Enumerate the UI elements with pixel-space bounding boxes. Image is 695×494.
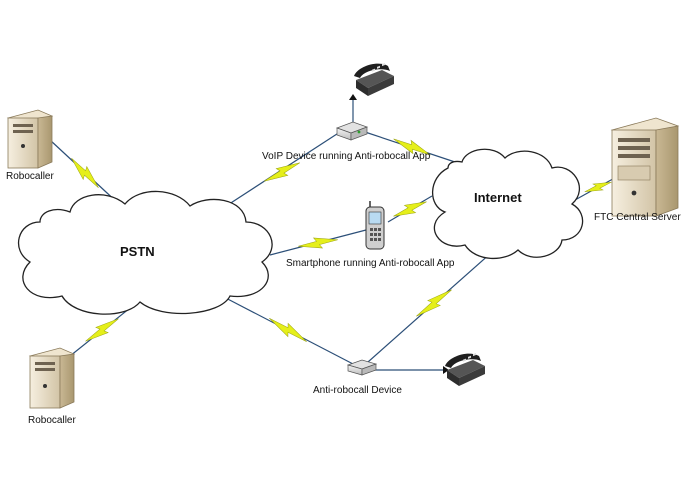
pstn-label: PSTN [120,244,155,259]
lightning-bolt-icon [393,201,427,217]
lightning-bolt-icon [298,237,338,249]
lightning-bolt-icon [584,181,612,193]
pstn-cloud [18,190,273,315]
lightning-bolts [71,138,612,342]
modem-icon [335,121,369,141]
voip-device-label: VoIP Device running Anti-robocall App [262,151,431,162]
server-icon [610,117,680,217]
lightning-bolt-icon [71,157,99,189]
smartphone-label: Smartphone running Anti-robocall App [286,258,455,269]
internet-label: Internet [474,190,522,205]
lightning-bolt-icon [416,289,452,317]
arrowhead-voip-phone [349,94,357,100]
server-icon [28,347,76,409]
anti-robocall-device-label: Anti-robocall Device [313,385,402,396]
internet-cloud [432,148,584,260]
ftc-server-label: FTC Central Server [594,212,681,223]
telephone-icon [445,352,485,386]
lightning-bolt-icon [393,138,431,156]
telephone-icon [354,62,394,96]
lightning-bolt-icon [264,162,300,182]
lightning-bolt-icon [269,318,307,342]
server-icon [6,109,54,169]
robocaller-top-label: Robocaller [6,171,54,182]
smartphone-icon [365,201,385,250]
arrowhead-device-phone [443,366,449,374]
modem-icon [346,359,378,376]
lightning-bolt-icon [85,318,119,342]
robocaller-bottom-label: Robocaller [28,415,76,426]
